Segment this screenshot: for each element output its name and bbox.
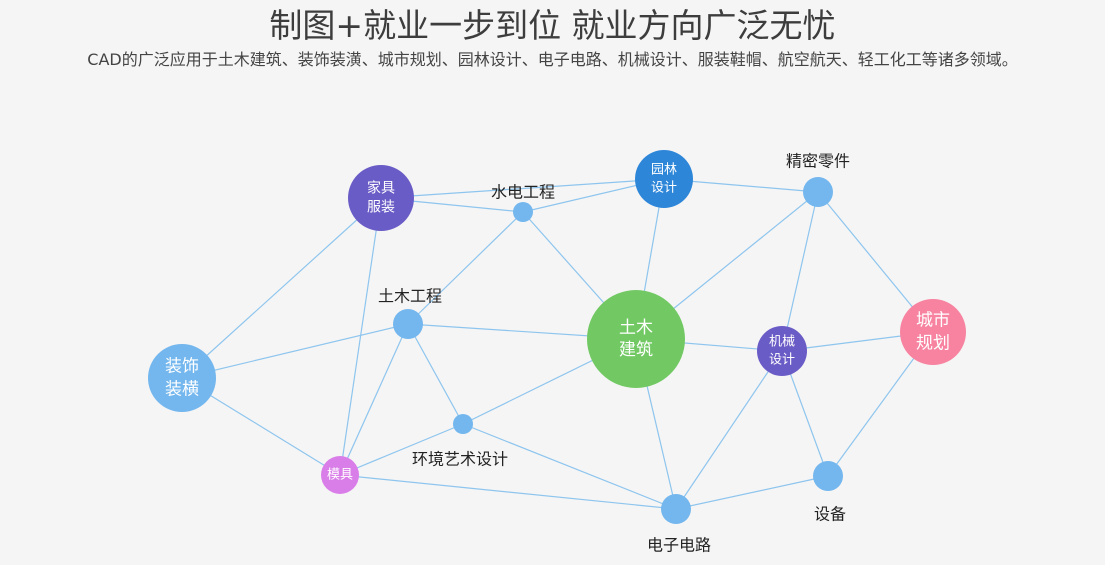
node-label-dianzi_dianlu: 电子电路 [647,536,711,555]
node-label-jiaju_fuzhuang: 服装 [367,200,395,216]
edge-tumu_gongcheng-huanjing_yishu [407,323,464,425]
node-label-tumu_jianzhu: 建筑 [619,340,653,360]
node-circle-jiaju_fuzhuang [348,165,414,231]
node-label-yuanlin_sheji: 园林 [651,163,677,178]
edge-jingmi_lingjian-jixie_sheji [781,191,819,352]
node-moju: 模具 [321,456,359,494]
node-label-moju: 模具 [327,468,353,483]
edge-tumu_gongcheng-moju [339,323,409,476]
node-layer: 土木建筑家具服装园林设计装饰装横城市规划机械设计模具水电工程精密零件土木工程环境… [148,150,966,555]
node-label-jixie_sheji: 机械 [769,335,795,350]
node-circle-zhuangshi_zhuanghuang [148,344,216,412]
node-label-jiaju_fuzhuang: 家具 [367,180,395,197]
page-title: 制图+就业一步到位 就业方向广泛无忧 [269,6,836,45]
node-label-shebei: 设备 [814,505,846,524]
edge-huanjing_yishu-dianzi_dianlu [462,423,677,510]
edge-jiaju_fuzhuang-yuanlin_sheji [380,178,665,199]
edge-jiaju_fuzhuang-zhuangshi_zhuanghuang [181,197,382,379]
node-tumu_gongcheng: 土木工程 [378,287,442,339]
edge-layer [181,178,934,510]
node-dianzi_dianlu: 电子电路 [647,494,711,555]
edge-shuidian_gongcheng-tumu_gongcheng [407,211,524,325]
node-shebei: 设备 [813,461,846,524]
node-circle-jixie_sheji [757,326,807,376]
node-chengshi_guihua: 城市规划 [900,299,966,365]
edge-jiaju_fuzhuang-moju [339,197,382,476]
node-label-zhuangshi_zhuanghuang: 装饰 [165,357,199,377]
edge-tumu_gongcheng-zhuangshi_zhuanghuang [181,323,409,379]
node-circle-chengshi_guihua [900,299,966,365]
node-circle-yuanlin_sheji [635,150,693,208]
node-label-shuidian_gongcheng: 水电工程 [491,183,555,202]
node-label-jixie_sheji: 设计 [769,353,795,368]
node-label-zhuangshi_zhuanghuang: 装横 [165,380,199,400]
node-label-tumu_jianzhu: 土木 [619,318,653,338]
node-huanjing_yishu: 环境艺术设计 [412,414,508,469]
node-circle-shebei [813,461,843,491]
node-circle-dianzi_dianlu [661,494,691,524]
node-label-chengshi_guihua: 规划 [916,334,950,354]
node-yuanlin_sheji: 园林设计 [635,150,693,208]
edge-huanjing_yishu-moju [339,423,464,476]
node-jixie_sheji: 机械设计 [757,326,807,376]
page-subtitle: CAD的广泛应用于土木建筑、装饰装潢、城市规划、园林设计、电子电路、机械设计、服… [87,50,1018,69]
node-circle-tumu_jianzhu [587,290,685,388]
node-label-huanjing_yishu: 环境艺术设计 [412,450,508,469]
node-shuidian_gongcheng: 水电工程 [491,183,555,222]
edge-moju-dianzi_dianlu [339,474,677,510]
node-label-yuanlin_sheji: 设计 [651,181,677,196]
node-jingmi_lingjian: 精密零件 [786,152,850,207]
node-tumu_jianzhu: 土木建筑 [587,290,685,388]
node-label-jingmi_lingjian: 精密零件 [786,152,850,171]
node-circle-shuidian_gongcheng [513,202,533,222]
edge-jixie_sheji-dianzi_dianlu [675,350,783,510]
node-circle-huanjing_yishu [453,414,473,434]
node-circle-jingmi_lingjian [803,177,833,207]
node-label-chengshi_guihua: 城市 [916,311,950,331]
node-circle-moju [321,456,359,494]
edge-shebei-dianzi_dianlu [675,475,829,510]
node-label-tumu_gongcheng: 土木工程 [378,287,442,306]
node-circle-tumu_gongcheng [393,309,423,339]
